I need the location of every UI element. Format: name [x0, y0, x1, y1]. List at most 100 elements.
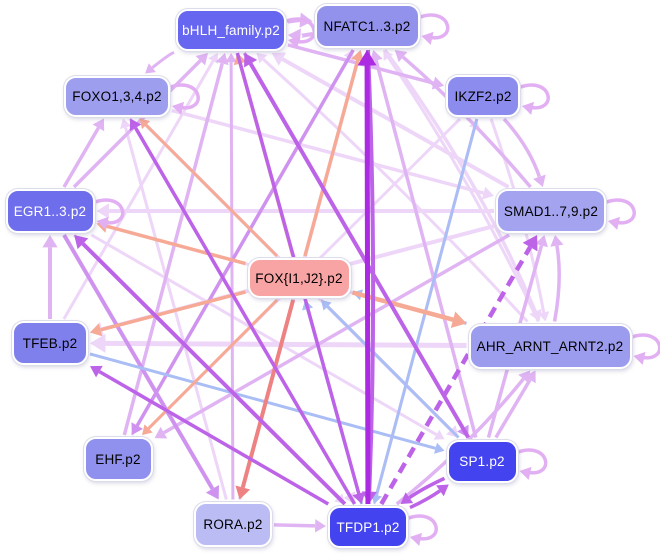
- node-foxo[interactable]: FOXO1,3,4.p2: [64, 75, 170, 117]
- edge-rora-bhlh-arrowhead: [225, 53, 237, 63]
- edge-sp1-nfatc: [374, 60, 478, 438]
- edge-sp1-ahr-arrowhead: [524, 370, 536, 384]
- edge-sp1-bhlh: [248, 62, 471, 439]
- node-sp1[interactable]: SP1.p2: [446, 439, 518, 483]
- edge-foxo-smad-arrowhead: [481, 186, 494, 200]
- edge-rora-foxo-arrowhead: [120, 118, 132, 129]
- edge-smad-bhlh-arrowhead: [271, 52, 287, 66]
- edge-egr-rora-arrowhead: [205, 484, 219, 500]
- edge-nfatc-bhlh: [298, 32, 313, 39]
- edge-fox-ehf: [147, 298, 279, 430]
- self-loop-nfatc: [416, 13, 450, 40]
- node-label: AHR_ARNT_ARNT2.p2: [476, 338, 624, 354]
- node-label: FOX{I1,J2}.p2: [255, 270, 343, 286]
- edge-tfdp1-smad-arrowhead: [522, 235, 538, 252]
- edge-fox-tfeb-arrowhead: [90, 323, 103, 337]
- edge-rora-bhlh: [229, 62, 235, 500]
- edge-fox-nfatc-arrowhead: [351, 50, 365, 63]
- edge-tfeb-bhlh-arrowhead: [208, 53, 218, 64]
- node-label: FOXO1,3,4.p2: [72, 88, 162, 104]
- edge-egr-rora: [62, 233, 215, 490]
- edge-fox-foxo-arrowhead: [139, 118, 151, 130]
- node-tfeb[interactable]: TFEB.p2: [12, 321, 88, 365]
- edge-tfdp1-foxo: [134, 126, 357, 505]
- self-loop-ahr-arrowhead: [633, 351, 646, 365]
- edge-tfdp1-nfatc: [364, 65, 371, 505]
- edge-tfdp1-egr-arrowhead: [74, 235, 89, 250]
- edge-rora-tfdp1-arrowhead: [315, 519, 326, 533]
- node-ahr[interactable]: AHR_ARNT_ARNT2.p2: [468, 323, 632, 369]
- node-ehf[interactable]: EHF.p2: [83, 437, 153, 481]
- node-smad[interactable]: SMAD1..7,9.p2: [496, 189, 606, 233]
- node-rora[interactable]: RORA.p2: [194, 501, 272, 547]
- node-label: SP1.p2: [459, 453, 505, 469]
- edge-ahr-nfatc: [387, 56, 540, 323]
- edge-smad-nfatc-arrowhead: [394, 50, 408, 63]
- edge-sp1-tfdp1: [408, 476, 446, 500]
- edge-tfdp1-sp1: [409, 489, 441, 510]
- edge-sp1-fox-arrowhead: [321, 300, 332, 311]
- edge-fox-rora: [240, 299, 296, 489]
- edge-fox-ahr-arrowhead: [450, 311, 467, 328]
- edge-tfeb-bhlh: [62, 60, 215, 320]
- edge-ahr-bhlh: [262, 58, 529, 323]
- edge-ehf-bhlh: [122, 63, 224, 436]
- node-label: TFDP1.p2: [336, 519, 400, 535]
- node-ikzf2[interactable]: IKZF2.p2: [446, 75, 520, 117]
- node-egr[interactable]: EGR1..3.p2: [5, 189, 95, 233]
- self-loop-nfatc-arrowhead: [421, 31, 434, 45]
- edge-nfatc-ahr: [383, 48, 538, 313]
- edge-nfatc-ehf-arrowhead: [131, 422, 143, 435]
- edge-ahr-tfeb: [105, 340, 467, 348]
- edge-nfatc-ahr-arrowhead: [529, 308, 542, 322]
- edge-sp1-nfatc-arrowhead: [369, 50, 383, 63]
- edge-ahr-tfeb-arrowhead: [90, 333, 106, 353]
- edge-bhlh-foxo-arrowhead: [145, 63, 156, 74]
- edge-tfdp1-egr: [81, 242, 347, 506]
- self-loop-foxo-arrowhead: [172, 101, 185, 115]
- node-tfdp1[interactable]: TFDP1.p2: [328, 506, 408, 548]
- node-nfatc[interactable]: NFATC1..3.p2: [314, 4, 420, 48]
- edge-sp1-bhlh-arrowhead: [244, 53, 258, 68]
- self-loop-ikzf2-arrowhead: [522, 101, 535, 115]
- edge-tfeb-sp1: [89, 352, 436, 450]
- edge-sp1-tfdp1-arrowhead: [400, 492, 414, 504]
- node-bhlh[interactable]: bHLH_family.p2: [176, 9, 286, 51]
- edge-fox-nfatc: [303, 60, 360, 257]
- edge-bhlh-foxo: [151, 50, 175, 69]
- self-loop-bhlh-arrowhead: [288, 35, 301, 49]
- edge-rora-tfdp1: [273, 523, 316, 528]
- self-loop-foxo: [167, 83, 200, 110]
- edge-tfdp1-tfeb: [98, 370, 330, 506]
- edge-smad-egr-arrowhead: [96, 203, 109, 219]
- edge-sp1-smad-arrowhead: [535, 235, 548, 248]
- edge-fox-tfeb: [100, 290, 246, 332]
- edge-ahr-bhlh-arrowhead: [256, 53, 268, 64]
- self-loop-tfdp1: [405, 514, 438, 541]
- edge-fox-ehf-arrowhead: [142, 424, 153, 435]
- self-loop-smad-arrowhead: [608, 216, 621, 230]
- edge-egr-bhlh: [72, 59, 202, 189]
- edge-bhlh-ikzf2-arrowhead: [431, 76, 444, 90]
- edge-tfdp1-smad: [379, 245, 533, 506]
- node-label: bHLH_family.p2: [182, 22, 280, 38]
- edge-ahr-smad-arrowhead: [550, 235, 564, 247]
- node-fox[interactable]: FOX{I1,J2}.p2: [247, 258, 351, 298]
- self-loop-sp1: [514, 448, 548, 475]
- self-loop-ahr: [628, 333, 660, 360]
- edge-ahr-smad: [552, 245, 561, 322]
- edge-ikzf2-tfdp1: [375, 118, 479, 496]
- edge-egr-bhlh-arrowhead: [195, 53, 208, 66]
- edge-egr-sp1: [90, 233, 438, 436]
- edge-fox-foxo: [145, 124, 279, 258]
- edge-smad-ehf-arrowhead: [154, 426, 168, 439]
- node-label: RORA.p2: [203, 516, 263, 532]
- node-label: EGR1..3.p2: [13, 203, 87, 219]
- edge-egr-foxo-arrowhead: [92, 118, 105, 132]
- edge-sp1-ahr: [494, 378, 532, 439]
- node-label: SMAD1..7,9.p2: [503, 203, 599, 219]
- edge-egr-sp1-arrowhead: [433, 429, 445, 440]
- self-loop-ikzf2: [517, 83, 550, 110]
